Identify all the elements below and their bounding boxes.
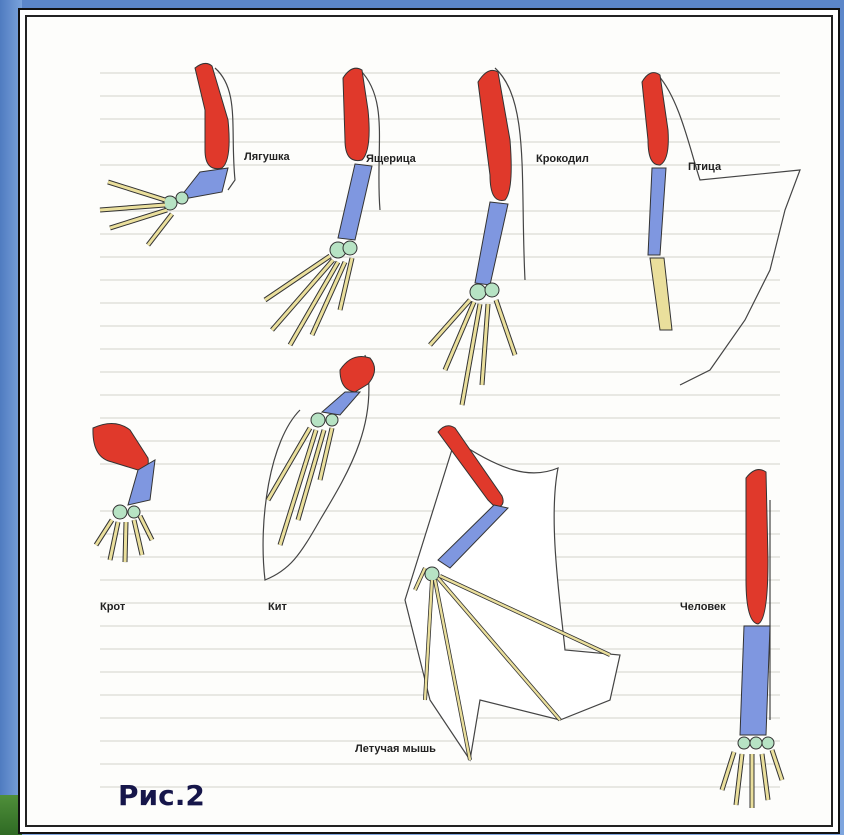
human-limb: Человек xyxy=(680,470,782,808)
figure-caption: Рис.2 xyxy=(118,779,205,812)
label-mole: Крот xyxy=(100,601,126,613)
frog-limb: Лягушка xyxy=(100,63,291,245)
label-human: Человек xyxy=(680,601,726,613)
label-crocodile: Крокодил xyxy=(536,153,589,165)
bat-limb: Летучая мышь xyxy=(355,426,620,760)
mole-limb: Крот xyxy=(93,423,155,613)
label-whale: Кит xyxy=(268,601,287,613)
whale-limb: Кит xyxy=(263,355,374,613)
label-bat: Летучая мышь xyxy=(355,743,436,755)
label-frog: Лягушка xyxy=(244,151,291,163)
label-lizard: Ящерица xyxy=(366,153,417,165)
label-bird: Птица xyxy=(688,161,722,173)
